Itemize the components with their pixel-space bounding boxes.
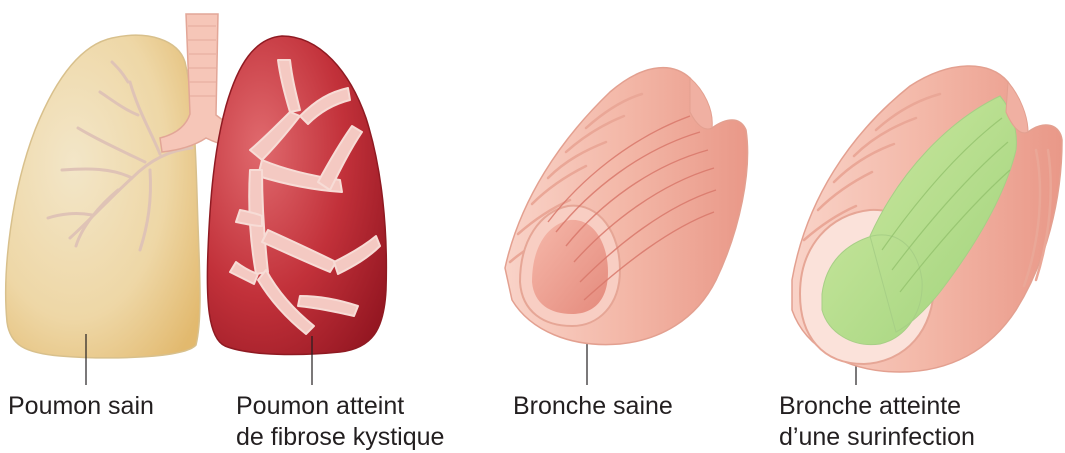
label-healthy-lung: Poumon sain [8,391,154,422]
infected-bronchus [792,66,1062,372]
label-healthy-bronchus-text: Bronche saine [513,391,673,422]
label-cf-lung-line-1: Poumon atteint [236,391,444,422]
label-cf-lung: Poumon atteint de fibrose kystique [236,391,444,453]
label-infected-bronchus: Bronche atteinte d’une surinfection [779,391,975,453]
healthy-lung-shape [6,35,200,358]
healthy-bronchus [505,68,748,345]
leader-lines [86,330,856,385]
label-cf-lung-line-2: de fibrose kystique [236,422,444,453]
label-infected-bronchus-line-1: Bronche atteinte [779,391,975,422]
label-healthy-bronchus: Bronche saine [513,391,673,422]
label-healthy-lung-text: Poumon sain [8,391,154,422]
cf-lung-shape [207,36,386,354]
label-infected-bronchus-line-2: d’une surinfection [779,422,975,453]
